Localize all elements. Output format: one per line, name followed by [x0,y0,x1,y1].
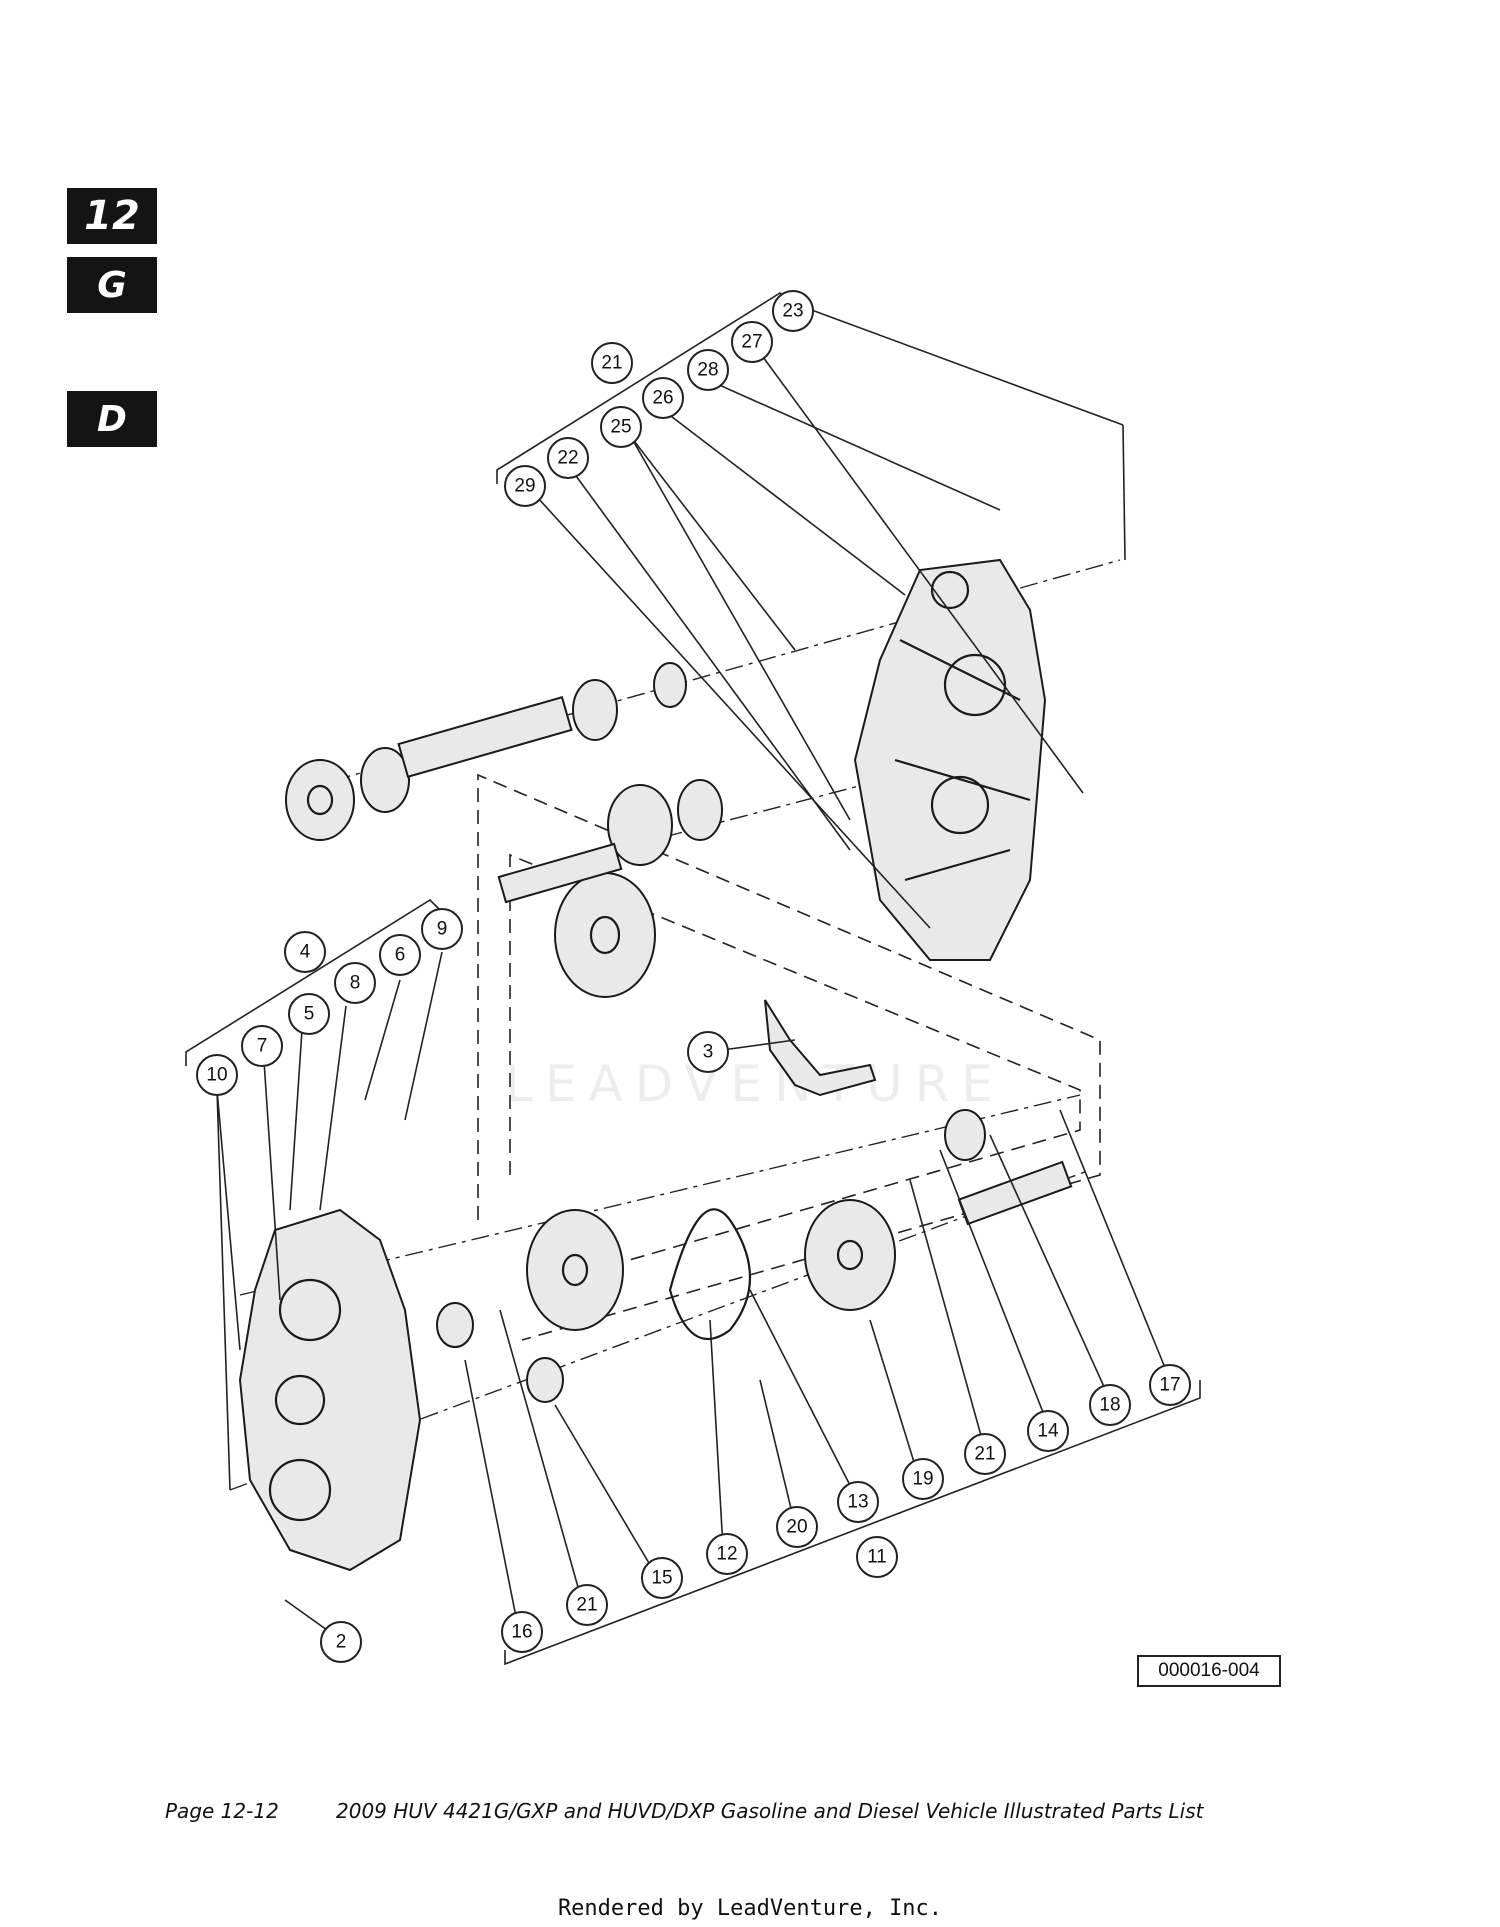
lower-housing [238,1208,422,1572]
svg-text:10: 10 [206,1065,227,1086]
callout-13[interactable]: 13 [837,1481,879,1523]
dashed-frame-inner [509,853,1081,1281]
bracket-22 [496,292,791,484]
section-tab-d[interactable]: D [67,391,157,447]
callout-2[interactable]: 2 [320,1621,362,1663]
svg-text:25: 25 [610,417,631,438]
watermark: LEADVENTURE [505,1055,1005,1113]
svg-text:4: 4 [300,942,311,963]
svg-text:23: 23 [782,301,803,322]
figure-id-box: 000016-004 [1137,1655,1281,1687]
svg-text:8: 8 [350,973,361,994]
page-number: Page 12-12 [165,1799,279,1823]
section-tab-12[interactable]: 12 [67,188,157,244]
svg-text:21: 21 [601,353,622,374]
dashed-frame-outer [477,773,1101,1341]
callout-5[interactable]: 5 [288,993,330,1035]
svg-text:14: 14 [1037,1421,1059,1442]
svg-text:5: 5 [304,1004,315,1025]
svg-text:7: 7 [257,1036,268,1057]
svg-text:3: 3 [703,1042,714,1063]
callout-12[interactable]: 12 [706,1533,748,1575]
callout-10[interactable]: 10 [196,1054,238,1096]
callout-19[interactable]: 19 [902,1458,944,1500]
svg-text:2: 2 [336,1632,347,1653]
svg-text:11: 11 [867,1547,887,1568]
svg-text:6: 6 [395,945,406,966]
callout-20[interactable]: 20 [776,1506,818,1548]
callout-18[interactable]: 18 [1089,1384,1131,1426]
callout-22[interactable]: 21 [591,342,633,384]
callout-14[interactable]: 14 [1027,1410,1069,1452]
leader-lines [216,301,1171,1641]
svg-text:12: 12 [716,1544,737,1565]
callout-6[interactable]: 6 [379,934,421,976]
svg-text:13: 13 [847,1492,868,1513]
svg-text:22: 22 [557,448,578,469]
upper-shaft-assembly [285,662,687,841]
upper-housing [853,558,1047,961]
callout-4[interactable]: 4 [284,931,326,973]
svg-text:27: 27 [741,332,762,353]
callout-21-right[interactable]: 21 [964,1433,1006,1475]
callout-26[interactable]: 26 [642,377,684,419]
svg-text:29: 29 [514,476,535,497]
svg-text:21: 21 [576,1595,597,1616]
middle-shaft-assembly [497,779,723,998]
callout-3[interactable]: 3 [687,1031,729,1073]
bracket-4 [185,898,441,1066]
svg-text:15: 15 [651,1568,672,1589]
callout-25[interactable]: 25 [600,406,642,448]
svg-text:18: 18 [1099,1395,1120,1416]
bracket-11 [504,1380,1201,1666]
callout-7[interactable]: 7 [241,1025,283,1067]
svg-text:16: 16 [511,1622,532,1643]
svg-text:21: 21 [974,1444,995,1465]
callout-17[interactable]: 17 [1149,1364,1191,1406]
lower-gear-assembly [436,1109,1073,1403]
svg-text:28: 28 [697,360,718,381]
svg-text:20: 20 [786,1517,807,1538]
svg-text:26: 26 [652,388,673,409]
render-credit: Rendered by LeadVenture, Inc. [557,1896,943,1921]
svg-text:9: 9 [437,919,448,940]
callout-15[interactable]: 15 [641,1557,683,1599]
callout-11[interactable]: 11 [856,1536,898,1578]
callout-27[interactable]: 27 [731,321,773,363]
callout-21-left[interactable]: 21 [566,1584,608,1626]
svg-text:17: 17 [1159,1375,1180,1396]
svg-text:19: 19 [912,1469,933,1490]
section-tab-g[interactable]: G [67,257,157,313]
shift-fork [764,999,877,1097]
document-title: 2009 HUV 4421G/GXP and HUVD/DXP Gasoline… [336,1799,1204,1823]
callout-24[interactable]: 23 [772,290,814,332]
callout-8[interactable]: 8 [334,962,376,1004]
callout-9[interactable]: 9 [421,908,463,950]
callout-28[interactable]: 28 [687,349,729,391]
callout-29[interactable]: 29 [504,465,546,507]
callout-23[interactable]: 22 [547,437,589,479]
callout-16[interactable]: 16 [501,1611,543,1653]
